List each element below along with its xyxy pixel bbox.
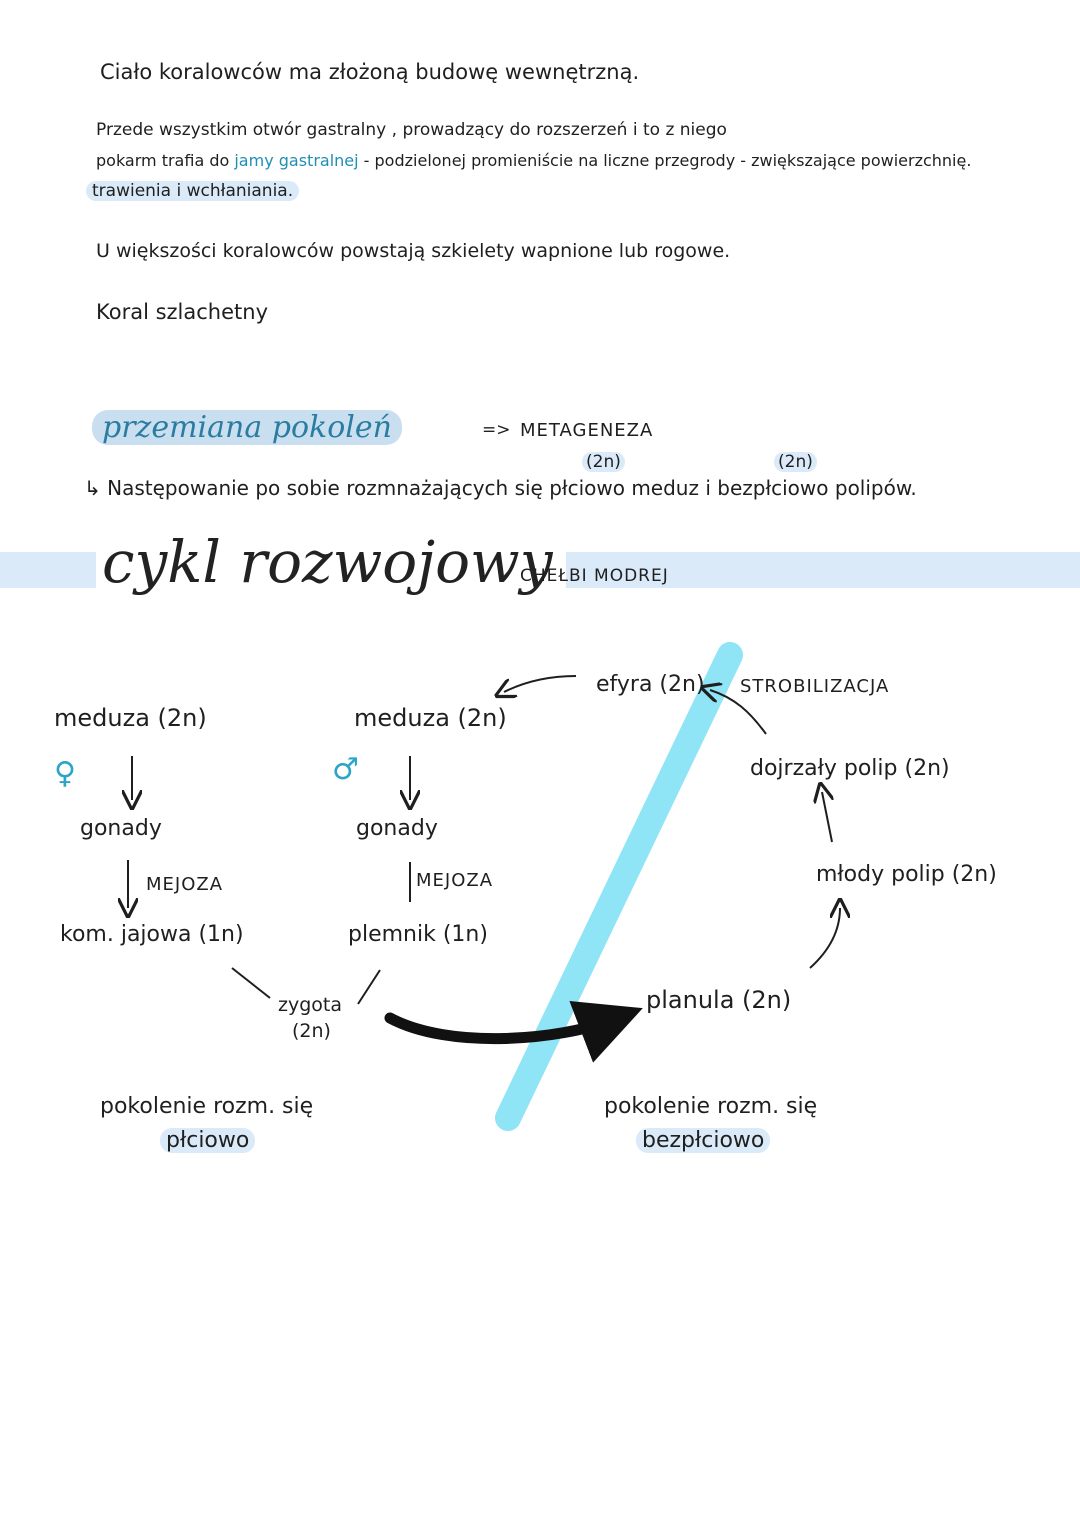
young-polyp: młody polip (2n) (816, 862, 997, 887)
strobilization-label: STROBILIZACJA (740, 676, 890, 697)
male-meiosis: MEJOZA (416, 870, 494, 891)
intro-paragraph-line-a: Przede wszystkim otwór gastralny , prowa… (96, 120, 727, 140)
female-gonads: gonady (80, 816, 162, 841)
highlight-term-gastral-cavity: jamy gastralnej (234, 151, 359, 170)
egg-cell: kom. jajowa (1n) (60, 922, 244, 947)
sperm-cell: plemnik (1n) (348, 922, 488, 947)
arrow-planula-to-young-polyp (809, 908, 840, 969)
female-symbol-icon: ♀ (54, 756, 76, 791)
ploidy-label: (2n) (774, 452, 817, 472)
female-meiosis: MEJOZA (146, 874, 224, 895)
ploidy-medusa: (2n) (582, 452, 625, 472)
zygote: zygota (278, 994, 342, 1016)
metagenesis-term: przemiana pokoleń (92, 410, 402, 445)
zygote-ploidy: (2n) (292, 1020, 331, 1042)
cycle-title: cykl rozwojowy (96, 528, 567, 596)
ploidy-label: (2n) (582, 452, 625, 472)
intro-line-1: Ciało koralowców ma złożoną budowę wewnę… (100, 60, 640, 84)
cycle-subtitle: CHEŁBI MODREJ (520, 566, 669, 586)
highlighted-heading: przemiana pokoleń (92, 410, 402, 445)
definition-text: Następowanie po sobie rozmnażających się… (107, 476, 917, 500)
male-medusa: meduza (2n) (354, 704, 507, 732)
arrow-young-to-mature-polyp (822, 792, 832, 843)
line-sperm-to-zygote (357, 969, 381, 1005)
female-medusa: meduza (2n) (54, 704, 207, 732)
implies-arrow: => (482, 420, 511, 440)
efyra: efyra (2n) (596, 672, 705, 697)
intro-line-3: U większości koralowców powstają szkiele… (96, 240, 731, 262)
text-segment: pokarm trafia do (96, 151, 235, 170)
text-segment: - podzielonej promieniście na liczne prz… (358, 151, 972, 170)
sub-arrow-icon: ↳ (84, 476, 101, 500)
arrow-strobilization (710, 690, 767, 735)
arrow-zygote-to-planula (384, 1001, 643, 1063)
intro-paragraph-line-b: pokarm trafia do jamy gastralnej - podzi… (96, 151, 971, 170)
male-symbol-icon: ♂ (332, 752, 359, 787)
asexual-generation-label: pokolenie rozm. się (604, 1094, 818, 1119)
definition-line: ↳ Następowanie po sobie rozmnażających s… (84, 476, 917, 500)
sexual-generation-label: pokolenie rozm. się (100, 1094, 314, 1119)
mature-polyp: dojrzały polip (2n) (750, 756, 950, 781)
highlighted-text: płciowo (160, 1128, 256, 1153)
sexual-generation-mode: płciowo (160, 1128, 256, 1153)
intro-line-4: Koral szlachetny (96, 300, 268, 324)
ploidy-polyp: (2n) (774, 452, 817, 472)
metagenesis-label: METAGENEZA (520, 420, 654, 441)
male-gonads: gonady (356, 816, 438, 841)
intro-paragraph-line-c: trawienia i wchłaniania. (86, 181, 300, 201)
planula: planula (2n) (646, 986, 792, 1014)
arrow-efyra-to-medusa (504, 675, 577, 692)
highlighted-text: bezpłciowo (636, 1128, 771, 1153)
asexual-generation-mode: bezpłciowo (636, 1128, 771, 1153)
line-egg-to-zygote (231, 967, 271, 999)
generation-divider (495, 642, 743, 1131)
highlighted-text: trawienia i wchłaniania. (86, 181, 300, 201)
